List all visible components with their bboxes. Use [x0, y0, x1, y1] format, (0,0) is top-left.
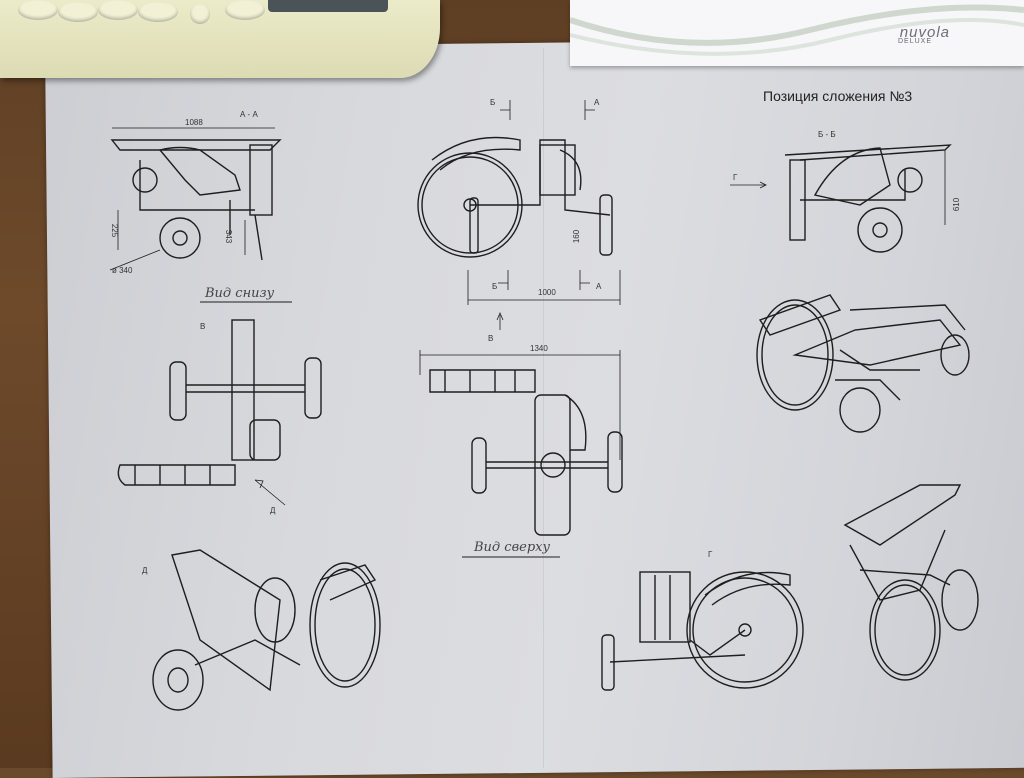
product-box: nuvola DELUXE	[570, 0, 1024, 66]
calculator-display	[268, 0, 388, 12]
drawing-3d-right	[756, 294, 970, 433]
mark-d-view: Д	[142, 566, 148, 575]
dimension-160: 160	[572, 229, 582, 244]
calculator-button	[18, 0, 58, 20]
dimension-343: 343	[224, 229, 234, 244]
mark-a-bottom: А	[596, 282, 602, 291]
calculator-button	[138, 2, 178, 22]
calculator-button	[225, 0, 265, 20]
calculator	[0, 0, 440, 78]
mark-g-arrow: Г	[733, 173, 738, 182]
drawing-side-view	[417, 100, 621, 305]
mark-a-top: А	[594, 98, 600, 107]
mark-v-center: В	[488, 334, 494, 343]
dimension-1088: 1088	[185, 118, 203, 127]
dimension-610: 610	[952, 197, 962, 212]
drawing-top-view	[419, 311, 623, 536]
drawing-section-aa	[109, 127, 282, 271]
label-bottom-view: Вид снизу	[205, 286, 275, 301]
mark-b-top: Б	[490, 98, 496, 107]
sheet-title: Позиция сложения №3	[763, 88, 913, 104]
mark-b-bottom: Б	[492, 282, 498, 291]
calculator-button	[58, 2, 98, 22]
mark-d-arrow: Д	[270, 506, 276, 515]
section-label-bb: Б - Б	[818, 130, 836, 139]
section-label-aa: А - А	[240, 110, 258, 119]
calculator-button	[98, 0, 138, 20]
calculator-button	[190, 4, 210, 24]
drawing-section-bb	[730, 144, 952, 253]
label-top-view: Вид сверху	[474, 540, 551, 555]
drawing-side-view-g	[601, 571, 804, 691]
drawing-3d-left	[152, 549, 381, 711]
dimension-1340: 1340	[530, 344, 548, 353]
mark-g-view: Г	[708, 550, 713, 559]
mark-v-left: В	[200, 322, 206, 331]
drawing-3d-bottom-right	[843, 484, 979, 681]
sheet-fold-line	[543, 48, 545, 768]
drawing-bottom-view	[117, 319, 322, 506]
box-wave-pattern	[570, 4, 1024, 56]
dimension-225: 225	[110, 223, 120, 238]
dimension-1000: 1000	[538, 288, 556, 297]
dimension-diameter: ø 340	[112, 266, 133, 275]
box-model: DELUXE	[897, 38, 932, 45]
box-brand: nuvola	[899, 24, 950, 41]
